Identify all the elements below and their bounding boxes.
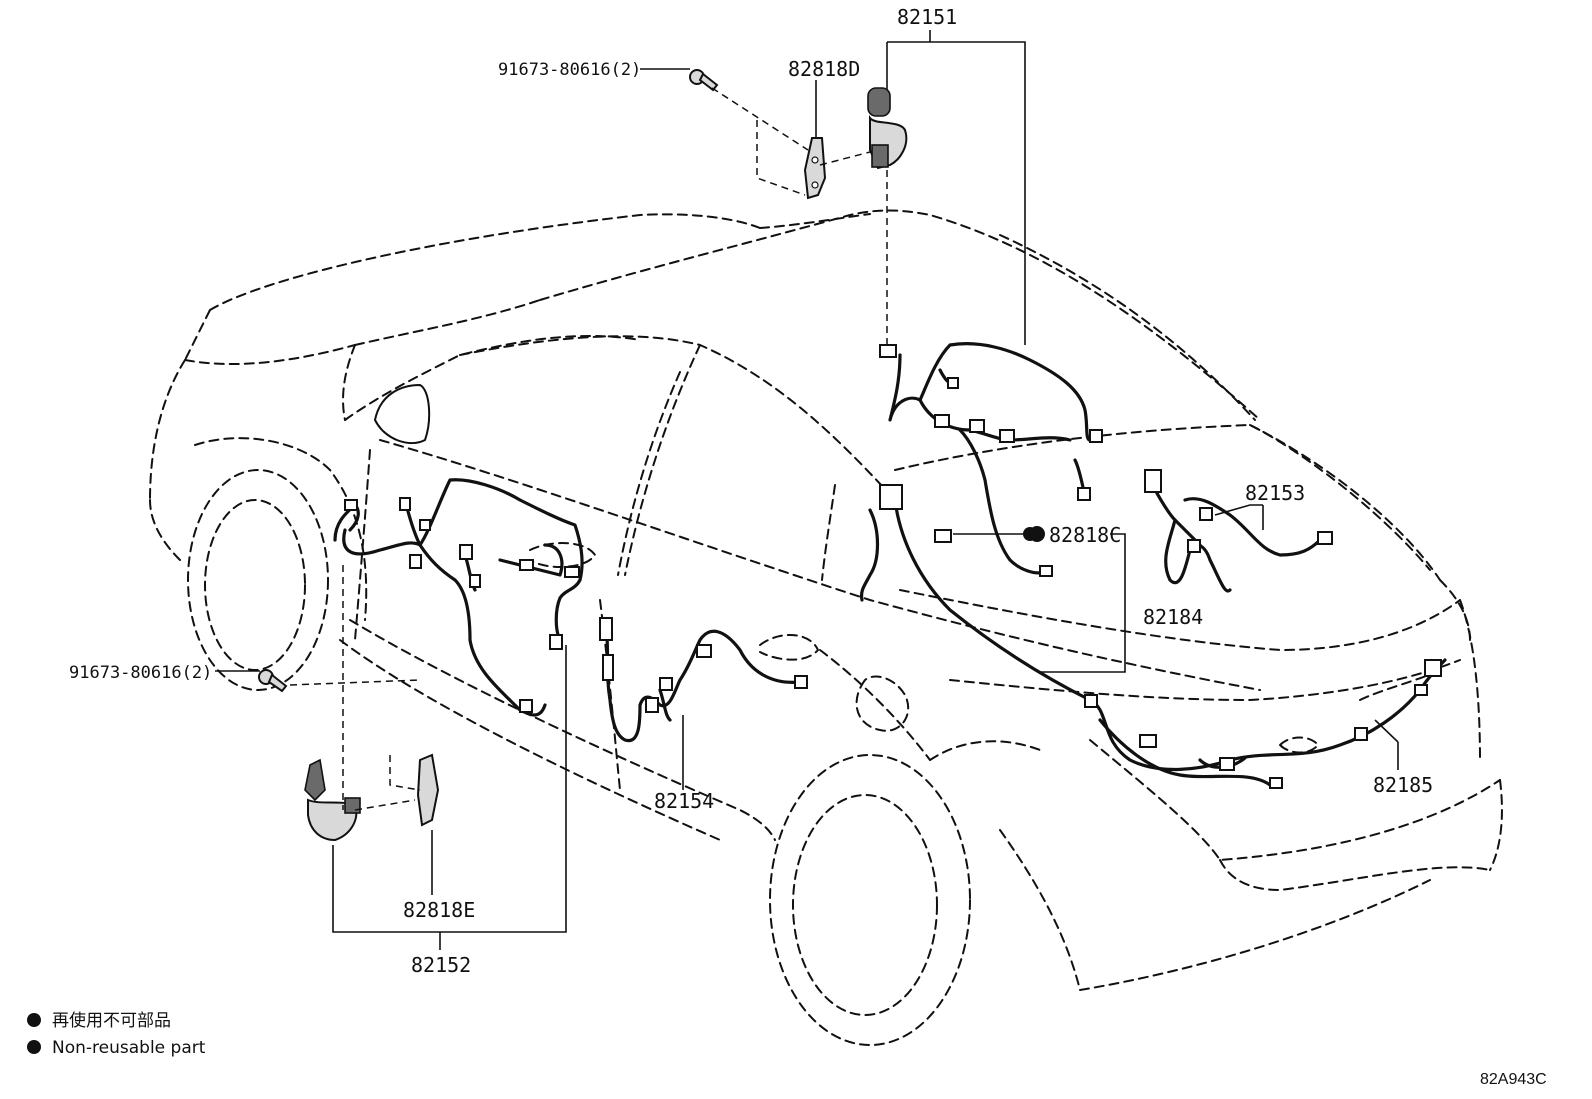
grommet-82151-top (867, 87, 908, 170)
callout-82818C: 82818C (1049, 523, 1121, 547)
legend-text-jp: 再使用不可部品 (52, 1010, 171, 1031)
legend-bullet-icon (27, 1013, 41, 1027)
non-reusable-marker-82818C (1029, 526, 1045, 542)
rear-harness-82153 (1144, 469, 1333, 593)
callout-82153: 82153 (1245, 481, 1305, 505)
bracket-82818D (803, 137, 827, 200)
callout-bolt-left: 91673-80616(2) (69, 663, 212, 683)
rear-door-harness (599, 617, 808, 743)
bolt-left (258, 669, 288, 693)
roof-harness-82151 (879, 342, 1103, 577)
front-door-harness (333, 478, 584, 717)
callout-bolt-top: 91673-80616(2) (498, 60, 641, 80)
callout-82818E: 82818E (403, 898, 475, 922)
leader-lines (215, 30, 1399, 950)
legend: 再使用不可部品 Non-reusable part (27, 1010, 206, 1058)
legend-text-en: Non-reusable part (52, 1038, 206, 1058)
callout-82818D: 82818D (788, 57, 860, 81)
car-body-outline (149, 209, 1503, 1046)
callout-82151: 82151 (897, 5, 957, 29)
grommet-82152-bottom (304, 758, 361, 842)
bracket-82818E (416, 753, 440, 827)
long-floor-harness (859, 484, 1447, 789)
callout-82154: 82154 (654, 789, 714, 813)
legend-bullet-icon (27, 1040, 41, 1054)
callout-82184: 82184 (1143, 605, 1203, 629)
callout-82185: 82185 (1373, 773, 1433, 797)
bolt-top (689, 69, 719, 92)
diagram-code: 82A943C (1480, 1071, 1547, 1088)
callout-82152: 82152 (411, 953, 471, 977)
